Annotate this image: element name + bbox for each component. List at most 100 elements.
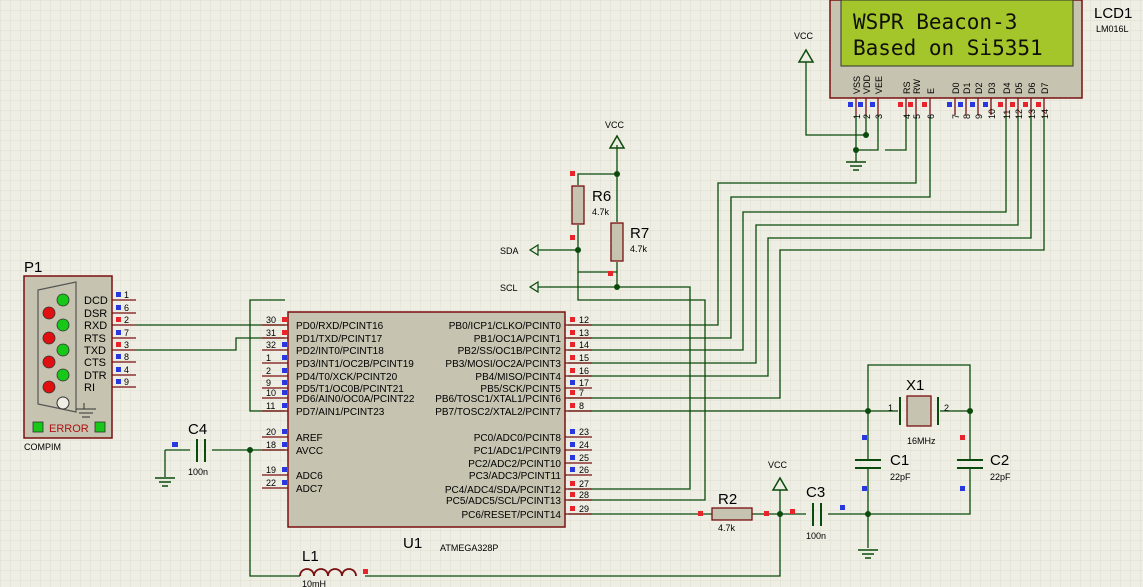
vcc-label-lcd: VCC — [794, 31, 814, 41]
x1-pin2-num: 2 — [944, 403, 949, 413]
mcu-pin-name: PC1/ADC1/PCINT9 — [474, 446, 562, 457]
p1-signal-label: RTS — [84, 333, 106, 345]
ground-icon-crystal — [858, 549, 878, 559]
net-label-scl: SCL — [500, 280, 539, 294]
l1-pin — [363, 569, 368, 574]
mcu-pin-name: PC2/ADC2/PCINT10 — [468, 459, 561, 470]
lcd-pin-marker — [947, 102, 952, 107]
mcu-pin-number: 7 — [579, 388, 584, 398]
mcu-pin-marker — [570, 481, 575, 486]
lcd-module[interactable]: WSPR Beacon-3 Based on Si5351 LCD1 LM016… — [829, 0, 1132, 119]
r6-value: 4.7k — [592, 207, 610, 217]
lcd-pin-marker — [848, 102, 853, 107]
p1-pin-number: 6 — [124, 303, 129, 313]
status-led-icon — [56, 293, 70, 307]
status-led-icon — [42, 331, 56, 345]
lcd-pin-name: VDD — [862, 74, 872, 94]
p1-signal-label: RI — [84, 382, 95, 394]
c2-value: 22pF — [990, 472, 1011, 482]
c4-ref: C4 — [188, 421, 207, 438]
lcd-screen — [840, 0, 1074, 67]
lcd-pins: VSS1VDD2VEE3RS4RW5E6D07D18D29D310D411D51… — [848, 74, 1050, 119]
r6-pin-bottom — [570, 235, 575, 240]
lcd-pin-marker — [922, 102, 927, 107]
lcd-pin-name: VEE — [874, 76, 884, 94]
lcd-pin-marker — [970, 102, 975, 107]
mcu-pin-number: 28 — [579, 490, 589, 500]
p1-status-leds — [42, 293, 70, 410]
capacitor-c2[interactable]: C2 22pF — [957, 440, 1011, 490]
lcd-pin-name: D3 — [987, 82, 997, 94]
p1-pin-marker — [116, 367, 121, 372]
p1-signal-label: TXD — [84, 345, 106, 357]
error-led-right-icon — [94, 421, 106, 433]
mcu-pin-marker — [570, 342, 575, 347]
lcd-pin-marker — [983, 102, 988, 107]
r2-body — [711, 507, 753, 521]
lcd-pin-marker — [870, 102, 875, 107]
capacitor-c1[interactable]: C1 22pF — [855, 440, 911, 490]
mcu-pin-number: 12 — [579, 315, 589, 325]
x1-value: 16MHz — [907, 436, 936, 446]
lcd-pin-number: 14 — [1040, 109, 1050, 119]
p1-pin-number: 1 — [124, 290, 129, 300]
mcu-pin-name: PD4/T0/XCK/PCINT20 — [296, 372, 398, 383]
x1-pin1-num: 1 — [888, 403, 893, 413]
mcu-pin-number: 32 — [266, 340, 276, 350]
capacitor-c3[interactable]: C3 100n — [806, 484, 826, 541]
capacitor-c4[interactable]: C4 100n — [188, 421, 208, 477]
mcu-pin-number: 23 — [579, 427, 589, 437]
resistor-r6[interactable]: R6 4.7k — [570, 171, 611, 240]
lcd-pin-name: D6 — [1027, 82, 1037, 94]
mcu-pin-number: 25 — [579, 453, 589, 463]
c4-value: 100n — [188, 467, 208, 477]
lcd-line-1: WSPR Beacon-3 — [853, 10, 1017, 34]
mcu-left-pins: 30PD0/RXD/PCINT1631PD1/TXD/PCINT1732PD2/… — [262, 315, 415, 495]
mcu-pin-marker — [570, 355, 575, 360]
mcu-pin-marker — [570, 429, 575, 434]
r2-ref: R2 — [718, 491, 737, 508]
mcu-pin-marker — [282, 442, 287, 447]
lcd-pin-marker — [898, 102, 903, 107]
status-led-icon — [42, 355, 56, 369]
crystal-x1[interactable]: X1 16MHz 1 2 — [888, 377, 949, 446]
lcd-pin-marker — [1023, 102, 1028, 107]
lcd-pin-number: 12 — [1014, 109, 1024, 119]
resistor-r7[interactable]: R7 4.7k — [608, 222, 649, 276]
mcu-pin-number: 31 — [266, 328, 276, 338]
c1-ref: C1 — [890, 452, 909, 469]
mcu-pin-marker — [570, 506, 575, 511]
mcu-pin-number: 27 — [579, 479, 589, 489]
p1-pin-marker — [116, 342, 121, 347]
lcd-part: LM016L — [1096, 24, 1129, 34]
mcu-pin-marker — [570, 442, 575, 447]
lcd-pin-name: D2 — [974, 82, 984, 94]
mcu-pin-name: PD7/AIN1/PCINT23 — [296, 407, 385, 418]
junctions — [247, 132, 973, 517]
p1-pin-marker — [116, 330, 121, 335]
inductor-l1[interactable]: L1 10mH — [299, 548, 368, 587]
mcu-atmega328p[interactable]: 30PD0/RXD/PCINT1631PD1/TXD/PCINT1732PD2/… — [262, 311, 592, 553]
p1-signal-label: DSR — [84, 308, 107, 320]
r2-value: 4.7k — [718, 523, 736, 533]
lcd-pin-number: 6 — [926, 114, 936, 119]
lcd-pin-name: E — [926, 88, 936, 94]
net-label-sda: SDA — [500, 243, 539, 257]
r7-value: 4.7k — [630, 244, 648, 254]
resistor-r2[interactable]: R2 4.7k — [698, 491, 769, 533]
status-led-icon — [42, 380, 56, 394]
mcu-pin-marker — [570, 330, 575, 335]
vcc-label-pullups: VCC — [605, 120, 625, 130]
mcu-pin-number: 13 — [579, 328, 589, 338]
mcu-pin-number: 1 — [266, 353, 271, 363]
mcu-pin-marker — [282, 480, 287, 485]
mcu-pin-number: 17 — [579, 378, 589, 388]
lcd-pin-marker — [998, 102, 1003, 107]
mcu-pin-marker — [282, 429, 287, 434]
c3-value: 100n — [806, 531, 826, 541]
mcu-pin-name: PC4/ADC4/SDA/PCINT12 — [445, 485, 562, 496]
lcd-pin-marker — [908, 102, 913, 107]
